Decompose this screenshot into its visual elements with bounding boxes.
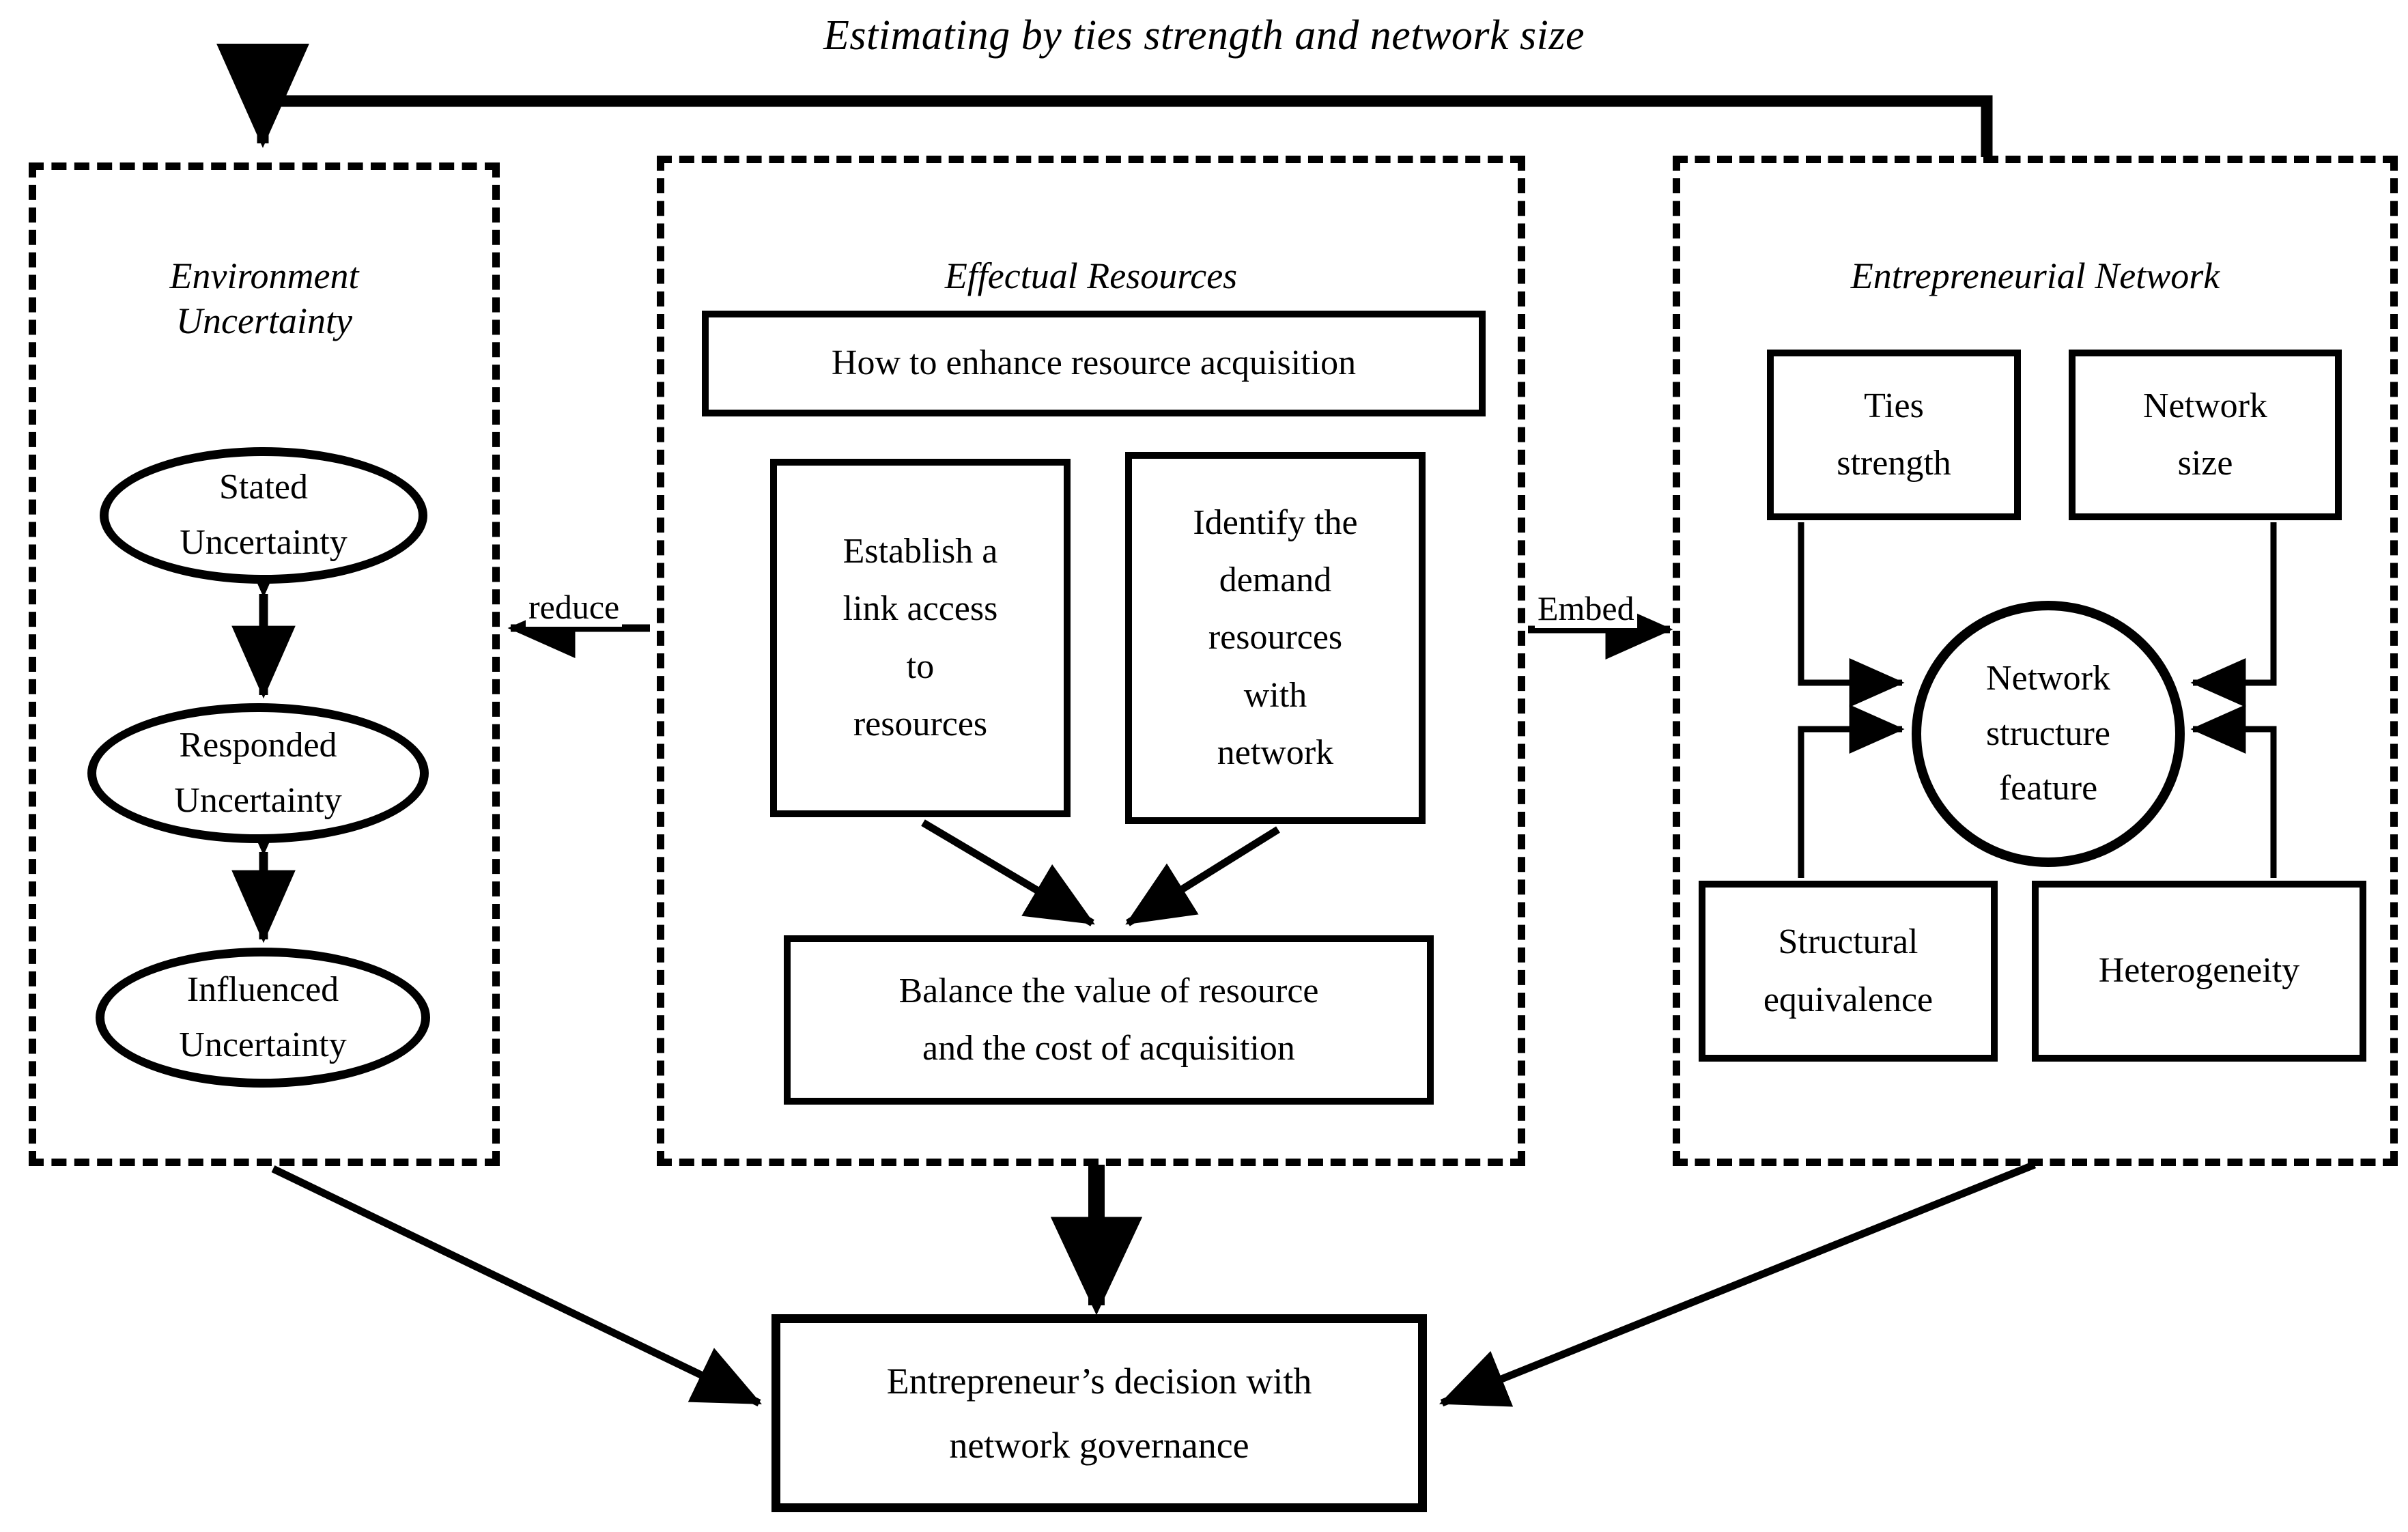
box-identify-line3: resources xyxy=(1208,618,1343,657)
box-structural-equivalence[interactable]: Structural equivalence xyxy=(1699,881,1998,1062)
box-structural-equivalence-line1: Structural xyxy=(1778,922,1918,962)
box-network-size-line2: size xyxy=(2177,444,2233,483)
node-network-structure-feature-line2: structure xyxy=(1986,713,2110,753)
node-responded-uncertainty[interactable]: Responded Uncertainty xyxy=(87,703,429,843)
edge-label-reduce: reduce xyxy=(526,587,623,627)
box-establish-line1: Establish a xyxy=(842,532,998,571)
box-establish-line3: to xyxy=(906,647,935,686)
box-ties-strength[interactable]: Ties strength xyxy=(1767,350,2021,520)
box-network-size[interactable]: Network size xyxy=(2069,350,2342,520)
diagram-caption: Estimating by ties strength and network … xyxy=(823,12,1585,59)
box-heterogeneity-label: Heterogeneity xyxy=(2098,951,2300,991)
network-to-decision-arrow xyxy=(1439,1161,2037,1407)
node-responded-uncertainty-line1: Responded xyxy=(179,725,337,765)
node-network-structure-feature[interactable]: Network structure feature xyxy=(1912,601,2185,867)
box-identify-line2: demand xyxy=(1219,561,1332,600)
box-entrepreneur-decision-line1: Entrepreneur’s decision with xyxy=(886,1360,1312,1402)
box-entrepreneur-decision[interactable]: Entrepreneur’s decision with network gov… xyxy=(771,1314,1427,1512)
panel-environment-uncertainty xyxy=(29,162,500,1166)
node-responded-uncertainty-line2: Uncertainty xyxy=(174,780,342,820)
box-network-size-line1: Network xyxy=(2143,386,2267,425)
box-heterogeneity[interactable]: Heterogeneity xyxy=(2032,881,2366,1062)
box-identify-line4: with xyxy=(1243,675,1307,715)
feedback-loop-arrow xyxy=(216,43,1993,157)
environment-to-decision-arrow xyxy=(271,1165,762,1406)
panel-effectual-title: Effectual Resources xyxy=(944,255,1238,296)
panel-network-title: Entrepreneurial Network xyxy=(1850,255,2220,296)
panel-environment-title: Environment Uncertainty xyxy=(29,254,500,344)
node-influenced-uncertainty[interactable]: Influenced Uncertainty xyxy=(96,948,430,1088)
box-ties-strength-line2: strength xyxy=(1837,444,1951,483)
box-establish-line4: resources xyxy=(853,704,988,743)
box-establish-line2: link access xyxy=(842,589,998,629)
panel-environment-title-line2: Uncertainty xyxy=(176,300,352,341)
node-stated-uncertainty-line1: Stated xyxy=(219,468,308,507)
panel-entrepreneurial-network xyxy=(1673,156,2398,1166)
box-establish-link-access[interactable]: Establish a link access to resources xyxy=(770,459,1071,817)
box-ties-strength-line1: Ties xyxy=(1864,386,1924,425)
box-entrepreneur-decision-line2: network governance xyxy=(949,1425,1249,1466)
box-identify-line5: network xyxy=(1217,733,1334,772)
panel-environment-title-line1: Environment xyxy=(169,255,359,296)
box-balance-line1: Balance the value of resource xyxy=(898,971,1319,1010)
node-influenced-uncertainty-line2: Uncertainty xyxy=(179,1025,347,1064)
node-network-structure-feature-line3: feature xyxy=(1998,769,2098,808)
edge-label-embed: Embed xyxy=(1535,588,1637,628)
panel-effectual-resources xyxy=(657,156,1525,1166)
node-stated-uncertainty-line2: Uncertainty xyxy=(180,523,348,562)
box-identify-demand-resources[interactable]: Identify the demand resources with netwo… xyxy=(1125,452,1426,824)
box-how-to-enhance-label: How to enhance resource acquisition xyxy=(831,343,1357,383)
box-identify-line1: Identify the xyxy=(1193,502,1358,542)
node-stated-uncertainty[interactable]: Stated Uncertainty xyxy=(100,447,427,584)
node-network-structure-feature-line1: Network xyxy=(1986,659,2110,698)
box-balance-line2: and the cost of acquisition xyxy=(922,1029,1295,1068)
box-how-to-enhance-resource-acquisition[interactable]: How to enhance resource acquisition xyxy=(702,311,1486,416)
box-structural-equivalence-line2: equivalence xyxy=(1763,980,1934,1019)
node-influenced-uncertainty-line1: Influenced xyxy=(186,969,339,1009)
box-balance-value-and-cost[interactable]: Balance the value of resource and the co… xyxy=(784,935,1434,1105)
